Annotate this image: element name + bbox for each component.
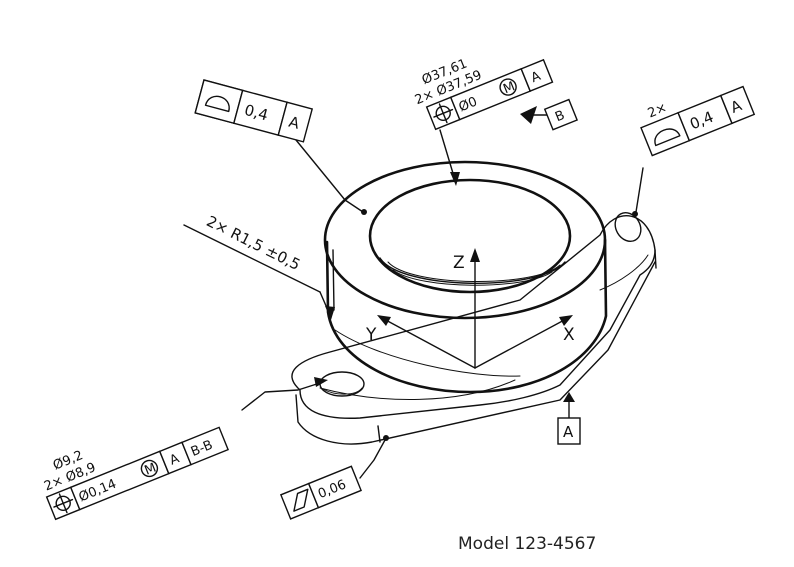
profile-of-surface-icon — [654, 128, 681, 147]
profile-callout-right: 2× 0,4 A — [632, 85, 756, 217]
flatness-icon — [293, 488, 309, 512]
profile-right-prefix: 2× — [646, 100, 669, 121]
position-icon — [433, 103, 454, 124]
part-body: Z Y X — [291, 160, 657, 445]
axis-x-label: X — [563, 325, 575, 345]
model-caption: Model 123-4567 — [458, 534, 597, 554]
mmc-modifier — [499, 78, 517, 96]
radius-callout: 2× R1,5 ±0,5 — [183, 212, 335, 320]
bore-modifier-m: M — [501, 79, 517, 97]
axis-y-label: Y — [365, 325, 377, 345]
profile-of-surface-icon — [204, 95, 230, 113]
datum-a-feature: A — [557, 392, 581, 445]
flatness-callout: 0,06 — [279, 435, 389, 520]
coordinate-axes: Z Y X — [365, 248, 575, 369]
profile-tolerance-value: 0,4 — [242, 101, 270, 125]
datum-a-label: A — [563, 423, 574, 441]
radius-dimension: 2× R1,5 ±0,5 — [204, 212, 304, 274]
hole-modifier-m: M — [143, 461, 159, 479]
axis-z-label: Z — [453, 253, 465, 273]
profile-callout-top-left: 0,4 A — [194, 79, 367, 215]
bore-position-tolerance: Ø0 — [457, 94, 480, 115]
position-icon — [53, 493, 74, 514]
mmc-modifier — [140, 459, 159, 478]
datum-a-triangle — [563, 392, 575, 402]
datum-b-triangle — [520, 106, 537, 124]
bore-position-callout: Ø37,61 2× Ø37,59 Ø0 M A B — [413, 56, 579, 186]
hole-position-callout: Ø9,2 2× Ø8,9 Ø0,14 M A B-B — [42, 377, 328, 521]
